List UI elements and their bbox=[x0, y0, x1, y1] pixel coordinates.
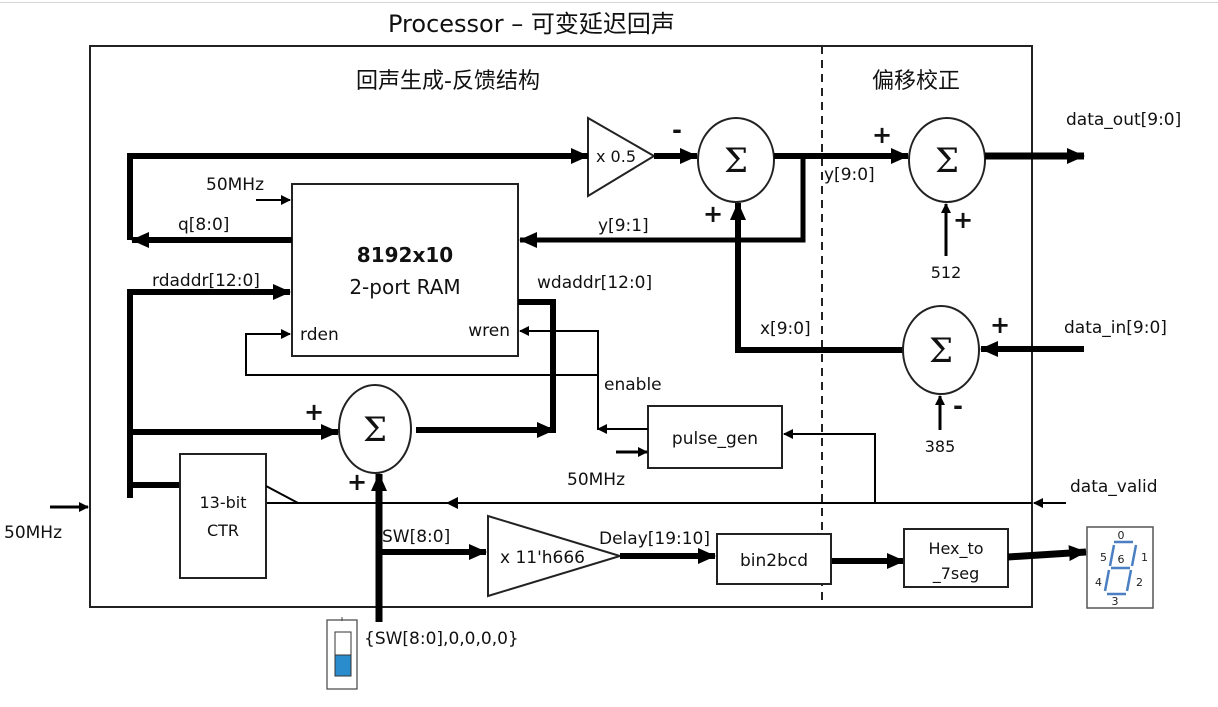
bin2bcd-label: bin2bcd bbox=[740, 551, 808, 571]
segment-4 bbox=[1103, 569, 1111, 592]
gain-delay-label: x 11'h666 bbox=[500, 548, 585, 568]
ram-block[interactable]: 8192x10 2-port RAM rden wren bbox=[291, 183, 519, 357]
hex-label-line1: Hex_to bbox=[928, 539, 983, 559]
wdaddr-label: wdaddr[12:0] bbox=[537, 273, 652, 293]
hex-label-line2: _7seg bbox=[932, 564, 980, 584]
segment-1 bbox=[1130, 544, 1138, 567]
gain-delay-block[interactable]: x 11'h666 bbox=[487, 514, 624, 598]
in-plus-sign: + bbox=[990, 311, 1010, 339]
const-512-label: 512 bbox=[931, 263, 962, 282]
data-valid-label: data_valid bbox=[1070, 477, 1158, 497]
out-plus-bottom-sign: + bbox=[953, 206, 973, 234]
q-label: q[8:0] bbox=[178, 215, 229, 235]
bin2bcd-block[interactable]: bin2bcd bbox=[716, 533, 832, 585]
in-minus-sign: - bbox=[953, 392, 963, 420]
top-divider bbox=[0, 2, 1218, 3]
segment-label-1: 1 bbox=[1141, 551, 1148, 564]
output-summer[interactable]: Σ bbox=[908, 117, 986, 203]
ram-wren-label: wren bbox=[468, 321, 510, 341]
data-in-label: data_in[9:0] bbox=[1064, 318, 1167, 338]
fb-minus-sign: - bbox=[672, 116, 682, 144]
segment-label-6: 6 bbox=[1118, 553, 1125, 566]
ram-type-label: 2-port RAM bbox=[349, 275, 460, 299]
enable-label: enable bbox=[604, 375, 662, 395]
ram-rden-label: rden bbox=[300, 325, 339, 345]
wren-wire bbox=[519, 326, 599, 430]
sw-label: SW[8:0] bbox=[382, 527, 450, 547]
sw-concat-label: {SW[8:0],0,0,0,0} bbox=[364, 629, 519, 649]
processor-box bbox=[89, 45, 1033, 608]
counter-label-line2: CTR bbox=[207, 521, 239, 540]
segment-label-4: 4 bbox=[1095, 576, 1102, 589]
gain-half-label: x 0.5 bbox=[596, 147, 636, 166]
sum-symbol: Σ bbox=[724, 141, 748, 181]
pulse-gen-in-wire bbox=[783, 429, 876, 503]
const-385-label: 385 bbox=[925, 437, 956, 456]
gain-half-block[interactable]: x 0.5 bbox=[587, 116, 656, 198]
pulse-gen-block[interactable]: pulse_gen bbox=[647, 405, 783, 469]
addr-plus-bottom-sign: + bbox=[347, 468, 367, 496]
seven-segment-display: 0 1 2 3 4 5 6 bbox=[1086, 526, 1154, 609]
segment-label-5: 5 bbox=[1100, 551, 1107, 564]
seg-out-wire bbox=[1007, 545, 1087, 562]
switch-icon[interactable] bbox=[326, 617, 358, 690]
diagram-title: Processor – 可变延迟回声 bbox=[388, 10, 675, 38]
segment-5 bbox=[1108, 544, 1116, 567]
x-wire bbox=[730, 202, 904, 353]
data-out-label: data_out[9:0] bbox=[1066, 110, 1181, 130]
section-echo-title: 回声生成-反馈结构 bbox=[356, 69, 540, 94]
ram-clock-label: 50MHz bbox=[206, 175, 264, 195]
counter-label-line1: 13-bit bbox=[199, 493, 246, 512]
sum-symbol: Σ bbox=[929, 331, 953, 371]
data-valid-mid-arrow bbox=[446, 497, 458, 509]
segment-2 bbox=[1125, 569, 1133, 592]
ram-size-label: 8192x10 bbox=[357, 243, 453, 267]
feedback-summer[interactable]: Σ bbox=[697, 117, 775, 203]
address-summer[interactable]: Σ bbox=[338, 384, 412, 474]
input-summer[interactable]: Σ bbox=[902, 305, 980, 395]
x90-label: x[9:0] bbox=[760, 319, 811, 339]
y91-wire bbox=[519, 156, 806, 248]
section-offset-title: 偏移校正 bbox=[872, 69, 960, 94]
pulse-clock-label: 50MHz bbox=[567, 470, 625, 490]
y90-label: y[9:0] bbox=[824, 165, 875, 185]
addr-plus-left-sign: + bbox=[304, 398, 324, 426]
counter-block[interactable]: 13-bit CTR bbox=[179, 453, 299, 579]
segment-label-2: 2 bbox=[1136, 576, 1143, 589]
y91-label: y[9:1] bbox=[598, 216, 649, 236]
delay-label: Delay[19:10] bbox=[599, 529, 710, 549]
segment-label-3: 3 bbox=[1112, 595, 1119, 608]
fb-plus-sign: + bbox=[703, 200, 723, 228]
rdaddr-label: rdaddr[12:0] bbox=[152, 271, 260, 291]
rden-wire bbox=[245, 329, 598, 376]
segment-label-0: 0 bbox=[1118, 529, 1125, 542]
out-plus-top-sign: + bbox=[872, 121, 892, 149]
hex-to-7seg-block[interactable]: Hex_to _7seg bbox=[903, 528, 1009, 588]
main-clock-label: 50MHz bbox=[4, 523, 62, 543]
pulse-gen-label: pulse_gen bbox=[672, 429, 758, 449]
sum-symbol: Σ bbox=[935, 141, 959, 181]
switch-lever bbox=[334, 654, 352, 677]
sum-symbol: Σ bbox=[363, 410, 387, 450]
